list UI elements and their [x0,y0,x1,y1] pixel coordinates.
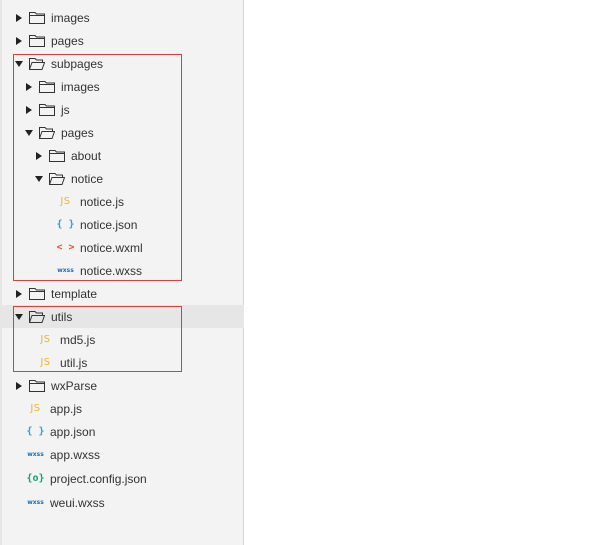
tree-item-utils[interactable]: utils [2,305,244,328]
tree-item-label: utils [51,309,73,324]
folder-icon [39,103,55,116]
tree-item-util-js[interactable]: JS util.js [2,351,244,374]
folder-icon [29,34,45,47]
tree-item-notice-json[interactable]: { } notice.json [2,213,244,236]
tree-item-app-wxss[interactable]: wxss app.wxss [2,443,244,466]
tree-item-pages[interactable]: pages [2,29,244,52]
left-edge [0,0,2,545]
chevron-down-icon[interactable] [14,312,24,322]
folder-icon [29,11,45,24]
tree-item-notice-wxss[interactable]: wxss notice.wxss [2,259,244,282]
tree-item-label: images [51,10,90,25]
chevron-right-icon[interactable] [24,82,34,92]
chevron-down-icon[interactable] [24,128,34,138]
tree-item-label: util.js [60,355,88,370]
tree-item-label: js [61,102,70,117]
folder-icon [29,379,45,392]
tree-item-label: subpages [51,56,104,71]
tree-item-label: app.json [50,424,96,439]
tree-item-label: wxParse [51,378,98,393]
wxss-file-icon: wxss [57,267,74,274]
tree-item-label: app.js [50,401,83,416]
tree-item-notice-js[interactable]: JS notice.js [2,190,244,213]
tree-item-label: template [51,286,98,301]
chevron-right-icon[interactable] [14,13,24,23]
folder-icon [29,287,45,300]
tree-item-label: notice [71,171,104,186]
folder-icon [39,80,55,93]
chevron-down-icon[interactable] [14,59,24,69]
tree-item-label: notice.wxss [80,263,143,278]
tree-item-about[interactable]: about [2,144,244,167]
chevron-right-icon[interactable] [14,381,24,391]
tree-item-label: pages [51,33,84,48]
tree-item-app-js[interactable]: JS app.js [2,397,244,420]
tree-item-label: pages [61,125,94,140]
tree-item-label: app.wxss [50,447,101,462]
tree-item-template[interactable]: template [2,282,244,305]
chevron-down-icon[interactable] [34,174,44,184]
js-file-icon: JS [60,196,71,207]
chevron-right-icon[interactable] [34,151,44,161]
tree-item-weui-wxss[interactable]: wxss weui.wxss [2,491,244,514]
tree-item-notice[interactable]: notice [2,167,244,190]
tree-item-wxparse[interactable]: wxParse [2,374,244,397]
file-explorer: images pages subpages images js pages ab… [2,0,244,545]
js-file-icon: JS [40,334,51,345]
tree-item-js[interactable]: js [2,98,244,121]
tree-item-app-json[interactable]: { } app.json [2,420,244,443]
folder-open-icon [49,172,65,185]
tree-item-images[interactable]: images [2,6,244,29]
tree-item-md5-js[interactable]: JS md5.js [2,328,244,351]
json-file-icon: { } [26,426,45,437]
js-file-icon: JS [30,403,41,414]
config-file-icon: {o} [26,473,45,484]
tree-item-label: notice.json [80,217,138,232]
tree-item-subpages[interactable]: subpages [2,52,244,75]
folder-icon [49,149,65,162]
tree-item-images[interactable]: images [2,75,244,98]
js-file-icon: JS [40,357,51,368]
chevron-right-icon[interactable] [24,105,34,115]
folder-open-icon [39,126,55,139]
wxss-file-icon: wxss [27,451,44,458]
tree-item-project-config-json[interactable]: {o} project.config.json [2,467,244,490]
chevron-right-icon[interactable] [14,36,24,46]
tree-item-label: weui.wxss [50,495,105,510]
editor-area [245,0,598,545]
tree-item-label: md5.js [60,332,96,347]
tree-item-label: project.config.json [50,471,147,486]
json-file-icon: { } [56,219,75,230]
tree-item-label: notice.wxml [80,240,143,255]
tree-item-pages[interactable]: pages [2,121,244,144]
chevron-right-icon[interactable] [14,289,24,299]
tree-item-label: notice.js [80,194,125,209]
tree-item-label: about [71,148,102,163]
tree-item-notice-wxml[interactable]: < > notice.wxml [2,236,244,259]
folder-open-icon [29,57,45,70]
tree-item-label: images [61,79,100,94]
wxml-file-icon: < > [56,242,75,253]
folder-open-icon [29,310,45,323]
wxss-file-icon: wxss [27,499,44,506]
